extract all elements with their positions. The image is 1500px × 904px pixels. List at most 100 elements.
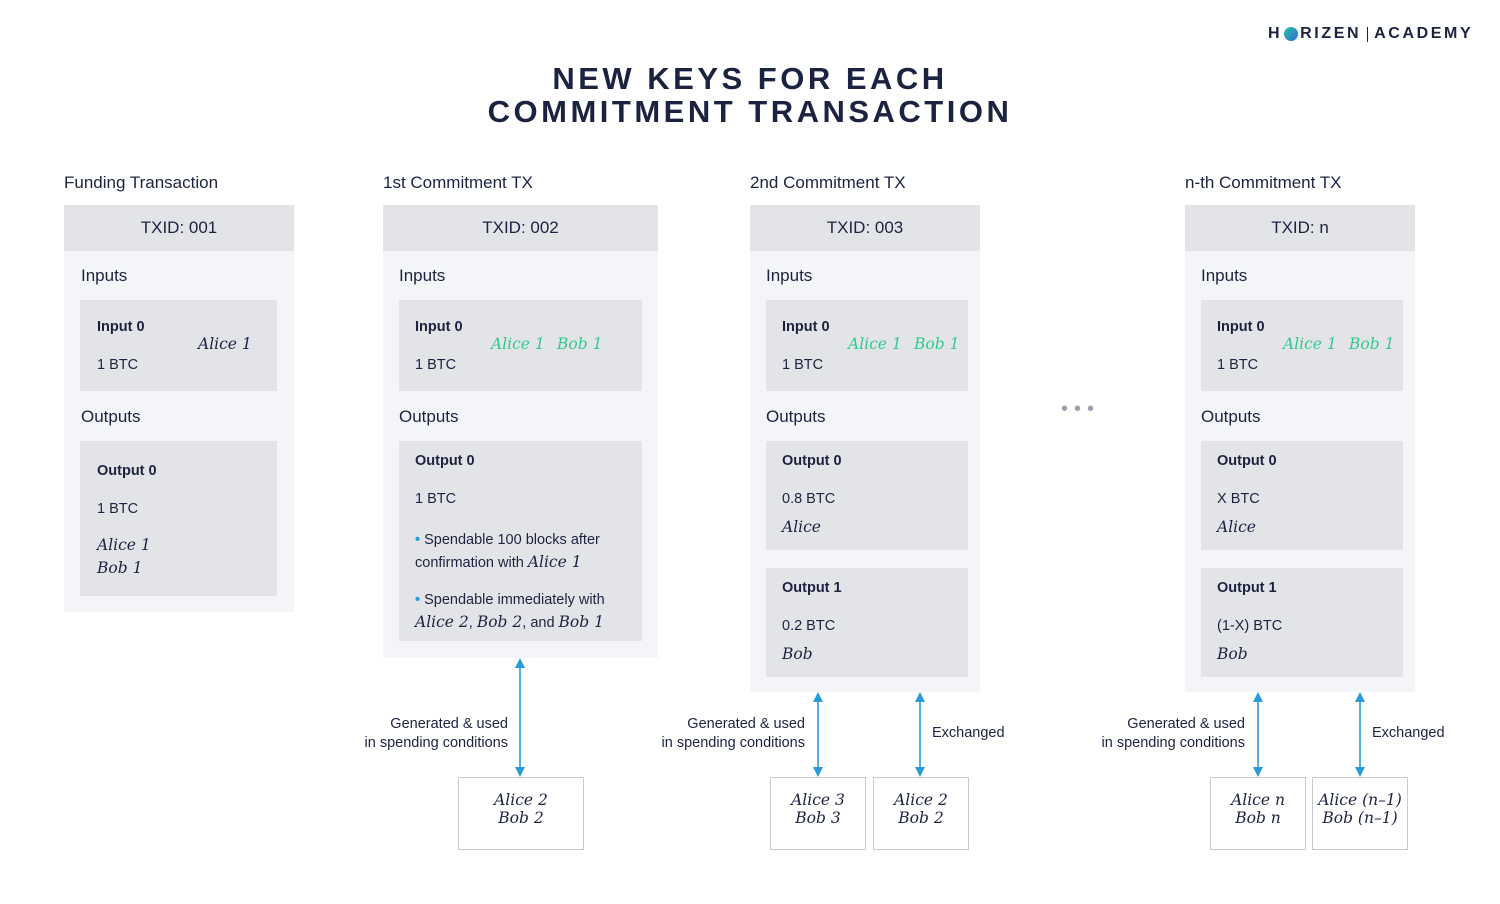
- cn-input-0-key-bob: Bob 1: [1349, 335, 1395, 353]
- cn-output-1-amount: (1-X) BTC: [1217, 618, 1283, 634]
- c1-new-key-bob: Bob 2: [498, 809, 544, 827]
- c1-input-0-name: Input 0: [415, 319, 463, 335]
- cn-output-1-name: Output 1: [1217, 580, 1277, 596]
- c2-exchanged-label: Exchanged: [932, 725, 1005, 741]
- cn-tx-card: TXID: n Inputs Input 0 1 BTC Alice 1 Bob…: [1185, 205, 1415, 692]
- cn-output-1-key: Bob: [1217, 645, 1248, 663]
- cn-inputs-label: Inputs: [1201, 266, 1248, 285]
- logo-wordmark: RIZEN: [1300, 25, 1362, 42]
- bullet-dot-icon: •: [415, 592, 421, 608]
- funding-output-0-key-alice: Alice 1: [97, 536, 151, 554]
- c2-new-keys-box: Alice 3 Bob 3: [770, 777, 866, 850]
- c2-output-1-key: Bob: [782, 645, 813, 663]
- c1-tx-label: 1st Commitment TX: [383, 173, 533, 192]
- c2-exchanged-keys-box: Alice 2 Bob 2: [873, 777, 969, 850]
- c2-old-key-alice: Alice 2: [894, 791, 948, 809]
- c2-input-0-name: Input 0: [782, 319, 830, 335]
- c1-cond1-text-b: confirmation with: [415, 555, 524, 571]
- c2-input-0-key-bob: Bob 1: [914, 335, 960, 353]
- c2-input-0-amount: 1 BTC: [782, 357, 824, 373]
- funding-outputs-label: Outputs: [81, 407, 141, 426]
- c1-output-0: Output 0 1 BTC • Spendable 100 blocks af…: [399, 441, 642, 641]
- c1-txid: TXID: 002: [383, 205, 658, 251]
- c1-new-key-alice: Alice 2: [494, 791, 548, 809]
- c2-output-0-amount: 0.8 BTC: [782, 491, 836, 507]
- c1-cond2-and: , and: [522, 615, 555, 631]
- cn-output-0-key: Alice: [1217, 518, 1256, 536]
- funding-input-0-key: Alice 1: [198, 335, 252, 353]
- c1-inputs-label: Inputs: [399, 266, 446, 285]
- cn-output-0-amount: X BTC: [1217, 491, 1260, 507]
- funding-output-0-name: Output 0: [97, 463, 157, 479]
- cn-arrow-label-line-1: Generated & used: [1127, 716, 1245, 732]
- c2-input-0-key-alice: Alice 1: [848, 335, 902, 353]
- funding-input-0-name: Input 0: [97, 319, 145, 335]
- cn-tx-label: n-th Commitment TX: [1185, 173, 1342, 192]
- c2-output-0-key: Alice: [782, 518, 821, 536]
- c2-input-0: Input 0 1 BTC Alice 1 Bob 1: [766, 300, 968, 391]
- funding-output-0-key-bob: Bob 1: [97, 559, 143, 577]
- c2-output-1-name: Output 1: [782, 580, 842, 596]
- cn-input-0-key-alice: Alice 1: [1283, 335, 1337, 353]
- c2-output-1: Output 1 0.2 BTC Bob: [766, 568, 968, 677]
- logo-academy: ACADEMY: [1374, 25, 1474, 42]
- logo-o-icon: [1284, 27, 1299, 41]
- cn-input-0: Input 0 1 BTC Alice 1 Bob 1: [1201, 300, 1403, 391]
- cn-output-1: Output 1 (1-X) BTC Bob: [1201, 568, 1403, 677]
- cn-arrow-label-line-2: in spending conditions: [1101, 735, 1246, 751]
- c2-tx-card: TXID: 003 Inputs Input 0 1 BTC Alice 1 B…: [750, 205, 980, 692]
- cn-input-0-name: Input 0: [1217, 319, 1265, 335]
- logo-divider: [1367, 26, 1369, 42]
- ellipsis-icon: •••: [1061, 398, 1101, 420]
- title-line-2: COMMITMENT TRANSACTION: [487, 94, 1013, 129]
- funding-txid: TXID: 001: [64, 205, 294, 251]
- c1-arrow-label: Generated & used in spending conditions: [330, 715, 509, 753]
- logo-letter-h: H: [1268, 25, 1283, 42]
- cn-new-keys-box: Alice n Bob n: [1210, 777, 1306, 850]
- c1-outputs-label: Outputs: [399, 407, 459, 426]
- c2-output-0-name: Output 0: [782, 453, 842, 469]
- c1-cond2-key-bob1: Bob 1: [558, 613, 604, 631]
- title-line-1: NEW KEYS FOR EACH: [552, 61, 948, 96]
- cn-input-0-amount: 1 BTC: [1217, 357, 1259, 373]
- c1-input-0-key-bob: Bob 1: [557, 335, 603, 353]
- c2-txid: TXID: 003: [750, 205, 980, 251]
- c1-output-0-condition-1: • Spendable 100 blocks after confirmatio…: [415, 529, 640, 574]
- c1-cond1-key: Alice 1: [527, 553, 582, 571]
- c2-arrow-label-line-2: in spending conditions: [661, 735, 806, 751]
- cn-new-key-alice: Alice n: [1231, 791, 1285, 809]
- cn-output-0: Output 0 X BTC Alice: [1201, 441, 1403, 550]
- c1-output-0-amount: 1 BTC: [415, 491, 457, 507]
- c2-output-0: Output 0 0.8 BTC Alice: [766, 441, 968, 550]
- funding-tx-card: TXID: 001 Inputs Input 0 1 BTC Alice 1 O…: [64, 205, 294, 612]
- cn-old-key-bob: Bob (n–1): [1322, 809, 1398, 827]
- horizen-academy-logo: H RIZEN ACADEMY: [1268, 25, 1473, 43]
- c2-outputs-label: Outputs: [766, 407, 826, 426]
- c1-output-0-name: Output 0: [415, 453, 475, 469]
- c1-new-keys-box: Alice 2 Bob 2: [458, 777, 584, 850]
- c1-output-0-condition-2: • Spendable immediately with Alice 2, Bo…: [415, 592, 605, 631]
- c1-arrow-label-line-1: Generated & used: [390, 716, 508, 732]
- cn-arrow-label: Generated & used in spending conditions: [1067, 715, 1246, 753]
- c1-input-0: Input 0 1 BTC Alice 1 Bob 1: [399, 300, 642, 391]
- cn-output-0-name: Output 0: [1217, 453, 1277, 469]
- c1-arrow-label-line-2: in spending conditions: [364, 735, 509, 751]
- cn-exchanged-keys-box: Alice (n–1) Bob (n–1): [1312, 777, 1408, 850]
- c2-output-1-amount: 0.2 BTC: [782, 618, 836, 634]
- c1-cond2-text-a: Spendable immediately with: [424, 592, 605, 608]
- bullet-dot-icon: •: [415, 532, 421, 548]
- cn-txid: TXID: n: [1185, 205, 1415, 251]
- c2-old-key-bob: Bob 2: [898, 809, 944, 827]
- c2-inputs-label: Inputs: [766, 266, 813, 285]
- c1-input-0-amount: 1 BTC: [415, 357, 457, 373]
- funding-input-0: Input 0 1 BTC Alice 1: [80, 300, 277, 391]
- c1-cond1-text-a: Spendable 100 blocks after: [424, 532, 600, 548]
- c2-new-key-alice: Alice 3: [791, 791, 845, 809]
- c2-new-key-bob: Bob 3: [795, 809, 841, 827]
- funding-input-0-amount: 1 BTC: [97, 357, 139, 373]
- c1-input-0-key-alice: Alice 1: [491, 335, 545, 353]
- funding-output-0: Output 0 1 BTC Alice 1 Bob 1: [80, 441, 277, 596]
- funding-tx-label: Funding Transaction: [64, 173, 219, 192]
- c1-tx-card: TXID: 002 Inputs Input 0 1 BTC Alice 1 B…: [383, 205, 658, 658]
